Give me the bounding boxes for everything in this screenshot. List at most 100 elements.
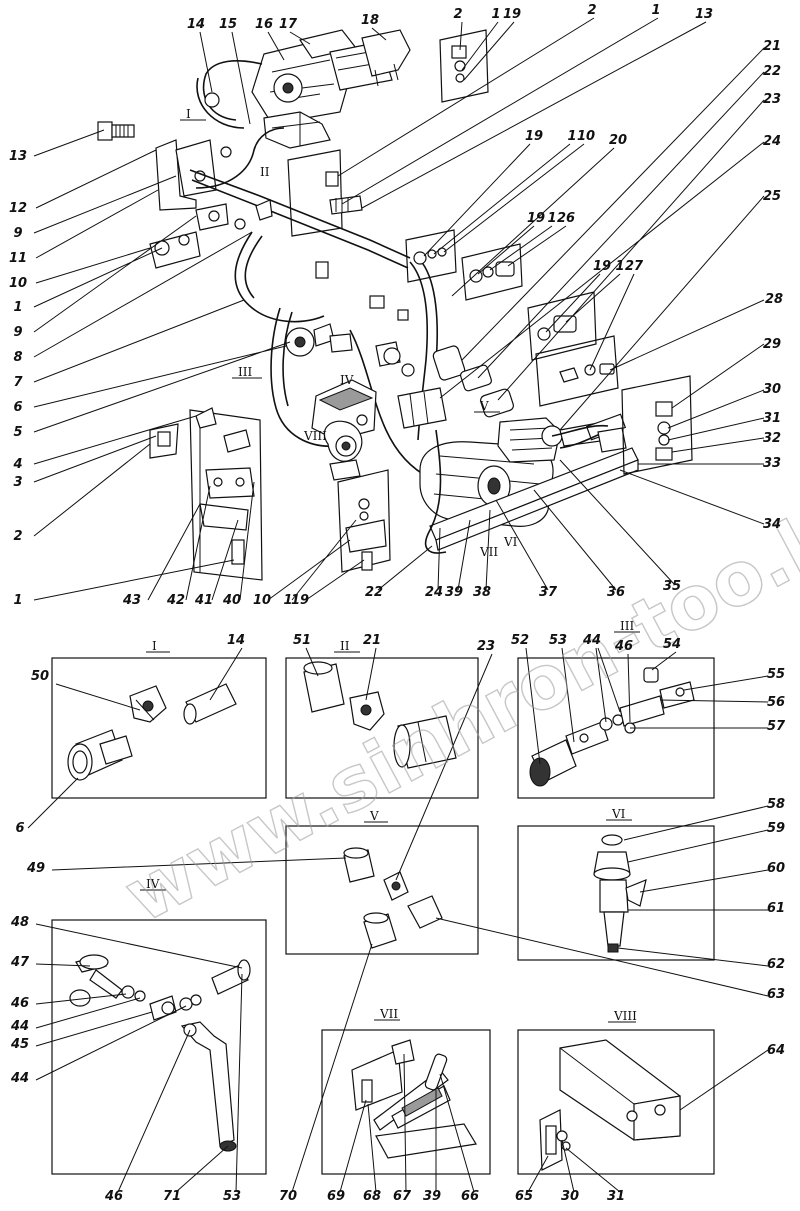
callout-58: 58 [767,797,785,812]
callout-19: 19 [291,593,309,608]
callout-23: 23 [477,639,495,654]
bracket-12 [155,139,217,211]
base-beam [429,413,639,551]
callout-37: 37 [539,585,558,600]
callout-67: 67 [393,1189,412,1204]
callout-13: 13 [9,149,27,164]
main-assembly-view: I II III IV V VI VII VIII [33,17,765,601]
callout-41: 41 [194,593,213,608]
detail-title-V: V [369,809,379,823]
callout-52: 52 [511,633,529,648]
detail-view-VI: VI [517,807,715,961]
marker-IV: IV [340,373,354,387]
callout-70: 70 [279,1189,297,1204]
callout-1: 1 [567,129,576,144]
detail-view-V: V [285,809,479,955]
valve-block [375,341,447,429]
callout-24: 24 [763,134,781,149]
callout-26: 26 [557,211,575,226]
callout-60: 60 [767,861,785,876]
callout-24: 24 [425,585,443,600]
callout-1: 1 [13,593,22,608]
callout-10: 10 [253,593,271,608]
detail-view-II: II [285,639,479,799]
callout-19: 19 [593,259,611,274]
callout-45: 45 [10,1037,29,1052]
callout-12: 12 [9,201,27,216]
callout-1: 1 [13,300,22,315]
marker-VI: VI [503,535,518,549]
callout-28: 28 [765,292,783,307]
hardware-group-19-1-27 [527,291,597,361]
callout-15: 15 [219,17,237,32]
callout-19: 19 [527,211,545,226]
callout-2: 2 [13,529,22,544]
callout-6: 6 [15,821,24,836]
callout-21: 21 [363,633,381,648]
callout-22: 22 [365,585,383,600]
callout-64: 64 [767,1043,785,1058]
callout-5: 5 [13,425,22,440]
callout-1: 1 [283,593,292,608]
hardware-group-28 [535,335,619,407]
callout-68: 68 [363,1189,381,1204]
callout-44: 44 [582,633,601,648]
callout-62: 62 [767,957,785,972]
hardware-group-top-right [439,29,489,103]
callout-1: 1 [615,259,624,274]
callout-71: 71 [163,1189,181,1204]
callout-34: 34 [763,517,781,532]
callout-53: 53 [549,633,567,648]
callout-8: 8 [13,350,22,365]
marker-III: III [238,365,252,379]
callout-42: 42 [166,593,185,608]
callout-1: 1 [651,3,660,18]
callout-1: 1 [547,211,556,226]
callout-66: 66 [461,1189,479,1204]
callout-19: 19 [525,129,543,144]
callout-49: 49 [26,861,45,876]
callout-31: 31 [607,1189,625,1204]
callout-46: 46 [614,639,633,654]
callout-35: 35 [663,579,681,594]
marker-VIII: VIII [303,429,327,443]
marker-II: II [260,165,270,179]
detail-view-VII: VII [321,1007,491,1175]
callout-40: 40 [222,593,241,608]
callout-56: 56 [767,695,785,710]
detail-title-VII: VII [379,1007,398,1021]
detail-title-VI: VI [611,807,626,821]
marker-VII: VII [479,545,498,559]
callout-23: 23 [763,92,781,107]
callout-3: 3 [13,475,22,490]
callout-21: 21 [763,39,781,54]
callout-59: 59 [767,821,785,836]
callout-10: 10 [9,276,27,291]
callout-9: 9 [13,325,22,340]
callout-4: 4 [12,457,22,472]
callout-30: 30 [561,1189,579,1204]
hardware-group-bolts-mid [287,149,363,237]
callout-10: 10 [577,129,595,144]
callout-22: 22 [763,64,781,79]
callout-44: 44 [10,1019,29,1034]
callout-46: 46 [10,996,29,1011]
callout-2: 2 [453,7,462,22]
callout-31: 31 [763,411,781,426]
callout-20: 20 [609,133,627,148]
detail-title-IV: IV [146,877,160,891]
callout-30: 30 [763,382,781,397]
callout-53: 53 [223,1189,241,1204]
detail-view-VIII: VIII [517,1009,715,1175]
callout-43: 43 [122,593,141,608]
callout-1: 1 [491,7,500,22]
callout-25: 25 [763,189,781,204]
callout-48: 48 [10,915,29,930]
detail-title-III: III [620,619,634,633]
callout-6: 6 [13,400,22,415]
heater-unit [251,29,411,149]
clamp-assembly-left [149,203,229,269]
callout-54: 54 [663,637,681,652]
callout-33: 33 [763,456,781,471]
